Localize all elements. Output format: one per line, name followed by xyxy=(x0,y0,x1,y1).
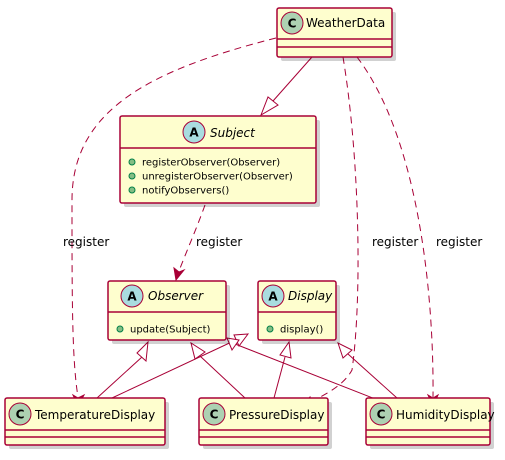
class-glyph-letter: A xyxy=(268,290,278,304)
public-method-icon xyxy=(266,325,274,333)
class-name: Display xyxy=(288,289,333,303)
edge-label-register: register xyxy=(372,235,418,249)
class-display[interactable]: A Display display() xyxy=(257,280,340,344)
generalization-arrowhead xyxy=(279,340,292,359)
edge-label-register: register xyxy=(436,235,482,249)
edge-weatherdata-register-humiditydisplay xyxy=(356,56,434,398)
class-glyph-icon xyxy=(369,402,393,426)
edge-weatherdata-register-temperaturedisplay xyxy=(71,37,277,398)
edge-temperaturedisplay-extends-display xyxy=(111,338,239,399)
class-glyph-letter: A xyxy=(127,290,137,304)
edge-label-register: register xyxy=(196,235,242,249)
generalization-arrowhead xyxy=(337,342,353,359)
edge-pressuredisplay-extends-display xyxy=(273,356,286,399)
class-name: TemperatureDisplay xyxy=(34,408,155,422)
edge-weatherdata-extends-subject xyxy=(272,56,313,102)
class-pressuredisplay[interactable]: C PressureDisplay xyxy=(198,397,332,449)
method: notifyObservers() xyxy=(142,186,229,197)
class-observer[interactable]: A Observer update(Subject) xyxy=(107,280,230,344)
class-name: Observer xyxy=(148,289,204,303)
edge-weatherdata-register-pressuredisplay xyxy=(311,56,359,402)
edge-humiditydisplay-extends-display xyxy=(347,353,398,399)
class-weatherdata[interactable]: C WeatherData xyxy=(276,7,396,61)
class-glyph-letter: C xyxy=(210,408,219,422)
class-temperaturedisplay[interactable]: C TemperatureDisplay xyxy=(4,397,169,449)
class-glyph-icon xyxy=(202,402,226,426)
generalization-arrowhead xyxy=(226,337,240,352)
generalization-arrowhead xyxy=(190,341,206,360)
public-method-icon xyxy=(128,186,136,194)
class-humiditydisplay[interactable]: C HumidityDisplay xyxy=(365,397,495,449)
abstract-glyph-icon xyxy=(261,284,285,308)
class-glyph-icon xyxy=(280,11,304,35)
class-name: HumidityDisplay xyxy=(396,408,495,422)
class-glyph-letter: C xyxy=(377,408,386,422)
abstract-glyph-icon xyxy=(120,284,144,308)
generalization-arrowhead xyxy=(260,96,279,117)
edge-label-register: register xyxy=(63,235,109,249)
class-glyph-letter: C xyxy=(16,408,25,422)
dependency-arrowhead xyxy=(173,266,186,282)
class-name: Subject xyxy=(210,126,256,140)
method: update(Subject) xyxy=(130,325,211,336)
method: unregisterObserver(Observer) xyxy=(142,172,293,183)
edge-humiditydisplay-implements-observer xyxy=(234,343,389,405)
class-subject[interactable]: A Subject registerObserver(Observer) unr… xyxy=(119,115,320,207)
class-name: WeatherData xyxy=(306,16,385,30)
class-glyph-letter: C xyxy=(288,17,297,31)
public-method-icon xyxy=(128,172,136,180)
edge-pressuredisplay-implements-observer xyxy=(199,355,246,399)
method: registerObserver(Observer) xyxy=(142,158,280,169)
method: display() xyxy=(280,325,323,336)
edge-subject-register-observer xyxy=(178,204,206,272)
public-method-icon xyxy=(128,158,136,166)
class-glyph-icon xyxy=(8,402,32,426)
generalization-arrowhead xyxy=(136,340,149,363)
edge-temperaturedisplay-implements-observer xyxy=(96,356,143,399)
class-name: PressureDisplay xyxy=(229,408,324,422)
abstract-glyph-icon xyxy=(182,120,206,144)
public-method-icon xyxy=(116,325,124,333)
class-glyph-letter: A xyxy=(189,126,199,140)
